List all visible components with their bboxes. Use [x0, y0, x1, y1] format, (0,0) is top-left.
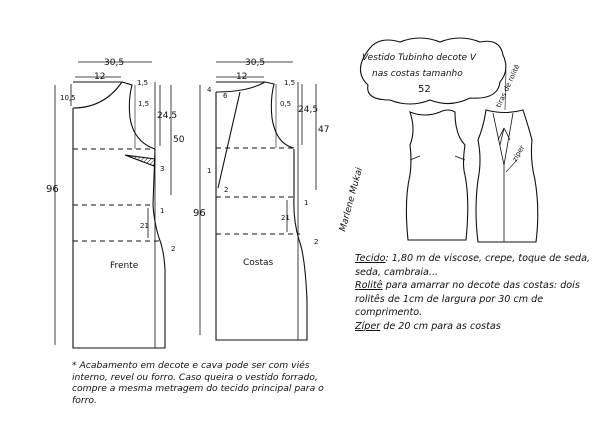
- rolite-text: para amarrar no decote das costas: dois …: [355, 280, 580, 319]
- front-hem-out-label: 2: [171, 245, 175, 253]
- back-shoulder-label: 1,5: [284, 79, 295, 87]
- back-piece-label: Costas: [243, 258, 274, 268]
- front-neck-width-label: 12: [94, 72, 105, 82]
- front-total-length-label: 96: [46, 184, 59, 195]
- front-armhole-offset-label: 1,5: [138, 100, 149, 108]
- back-hip-depth-label: 21: [281, 214, 290, 222]
- back-armhole-depth-label: 24,5: [298, 105, 318, 115]
- title-cloud: [359, 37, 507, 105]
- front-armhole-depth-label: 24,5: [157, 111, 177, 121]
- back-hem-out-label: 2: [314, 238, 318, 246]
- back-waist-length-label: 47: [318, 125, 329, 135]
- title-line-1: Vestido Tubinho decote V: [362, 53, 477, 63]
- back-dress-illustration: [475, 69, 539, 243]
- rolite-note: Rolitê para amarrar no decote das costas…: [355, 279, 595, 320]
- front-dart-label: 3: [160, 165, 164, 173]
- fabric-text: : 1,80 m de viscose, crepe, toque de sed…: [355, 253, 591, 278]
- zipper-callout: zíper: [511, 144, 527, 163]
- back-armhole-offset-label: 0,5: [280, 100, 291, 108]
- rolite-callout: tiras de rolitê: [495, 63, 522, 109]
- front-dress-illustration: [405, 109, 469, 241]
- signature: Marlene Mukai: [338, 166, 365, 233]
- front-hip-depth-label: 21: [140, 222, 149, 230]
- back-v-mark-label: 2: [224, 186, 228, 194]
- front-width-label: 30,5: [104, 58, 124, 68]
- zipper-note: Zíper de 20 cm para as costas: [355, 320, 595, 334]
- front-hip-in-label: 1: [160, 207, 164, 215]
- back-pattern-piece: [199, 61, 317, 341]
- rolite-title: Rolitê: [355, 280, 383, 292]
- back-neck-depth-label: 4: [207, 86, 212, 94]
- materials-notes: Tecido: 1,80 m de viscose, crepe, toque …: [355, 252, 595, 334]
- footnote: * Acabamento em decote e cava pode ser c…: [72, 360, 324, 406]
- back-hip-in-label: 1: [304, 199, 308, 207]
- zipper-title: Zíper: [355, 320, 381, 332]
- dart: [124, 154, 156, 167]
- fabric-note: Tecido: 1,80 m de viscose, crepe, toque …: [355, 252, 595, 279]
- back-total-length-label: 96: [193, 208, 206, 219]
- front-pattern-piece: [54, 61, 172, 349]
- fabric-title: Tecido: [355, 253, 386, 264]
- front-neck-depth-label: 10,5: [60, 94, 76, 102]
- front-piece-label: Frente: [110, 261, 139, 271]
- title-line-2: nas costas tamanho: [372, 69, 463, 79]
- back-v-offset-label: 6: [223, 92, 228, 100]
- front-waist-length-label: 50: [173, 135, 185, 145]
- zipper-text: de 20 cm para as costas: [380, 320, 501, 332]
- back-neck-width-label: 12: [236, 72, 247, 82]
- title-size: 52: [418, 84, 431, 95]
- back-width-label: 30,5: [245, 58, 265, 68]
- front-shoulder-label: 1,5: [137, 79, 148, 87]
- back-v-side-label: 1: [207, 167, 211, 175]
